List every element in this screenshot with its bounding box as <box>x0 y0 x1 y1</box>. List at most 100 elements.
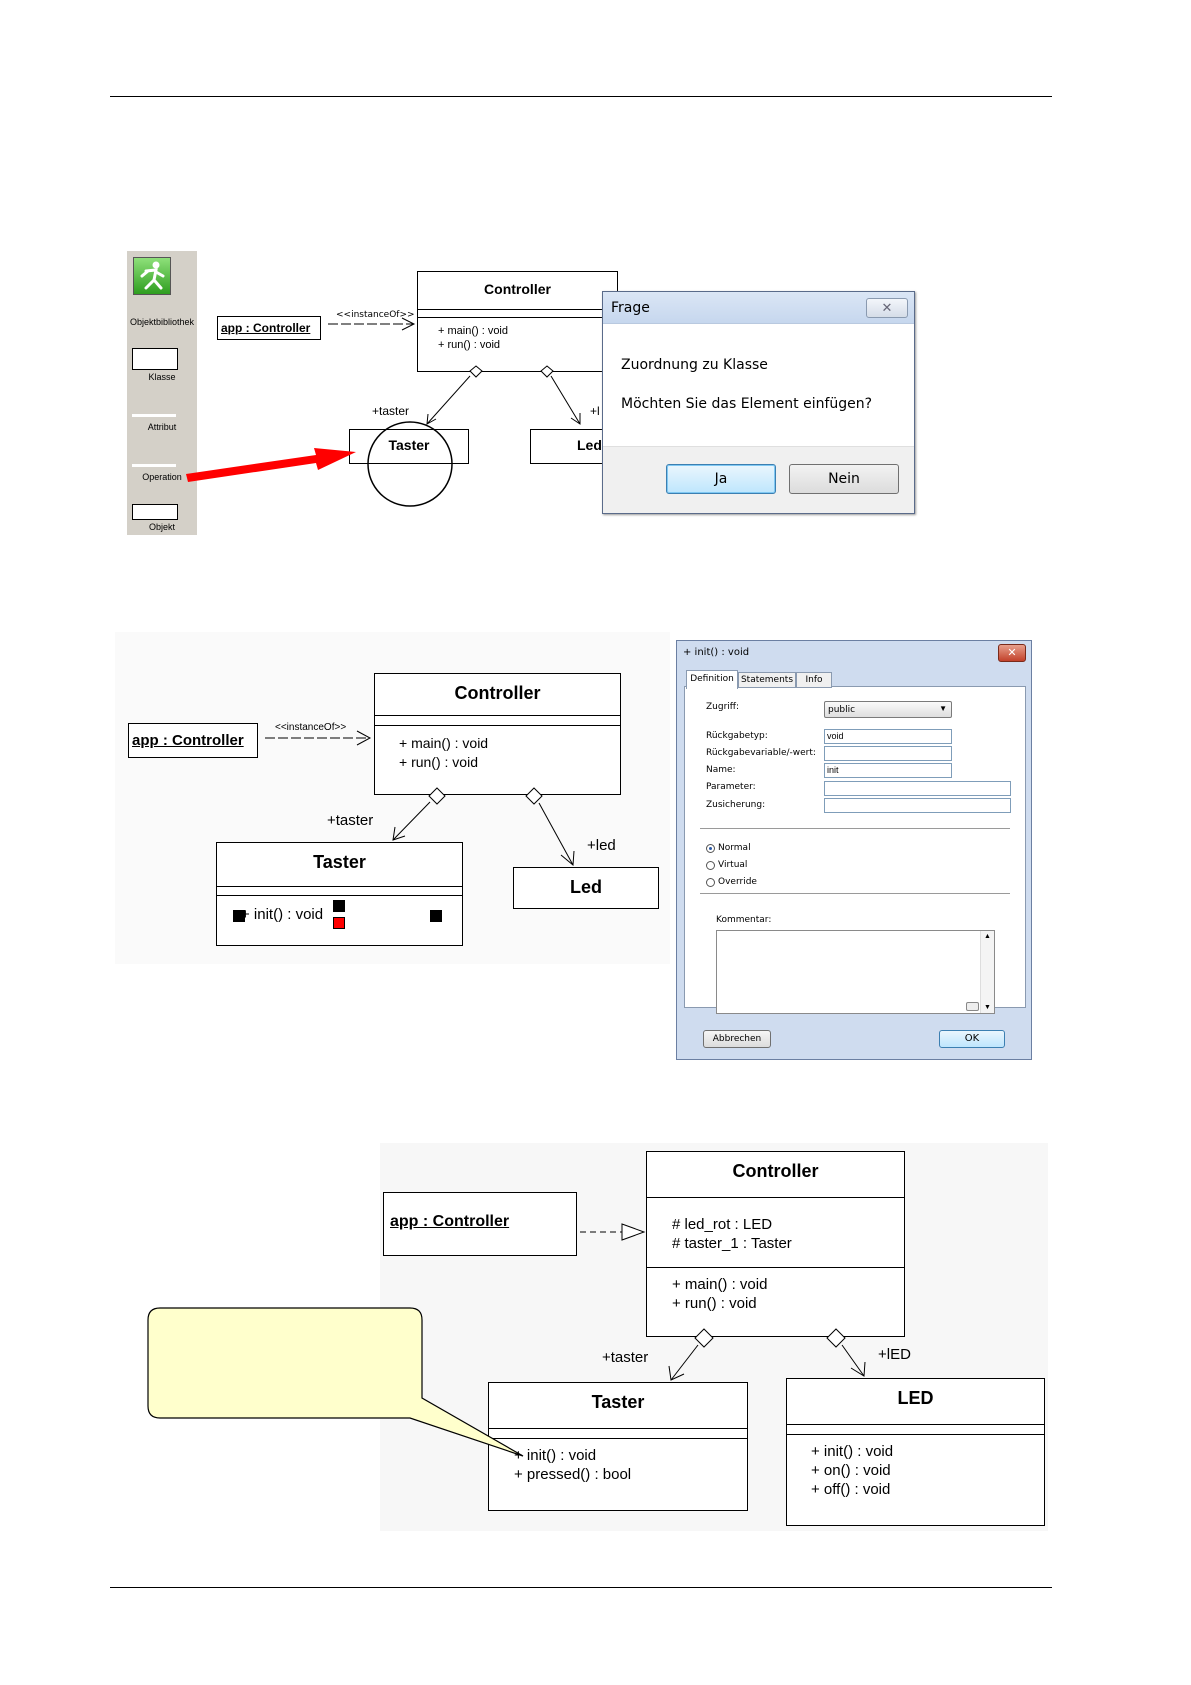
callout-bubble <box>147 1307 524 1457</box>
palette-label-operation: Operation <box>142 472 182 482</box>
name-label: Name: <box>706 765 736 775</box>
object-app-controller[interactable]: app : Controller <box>128 723 258 758</box>
role-taster: +taster <box>372 404 410 418</box>
palette-attribute-tool[interactable] <box>132 414 176 417</box>
operations-section: + init() : void + pressed() : bool <box>489 1438 747 1484</box>
dialog-titlebar: Frage ✕ <box>603 292 914 324</box>
object-label: app : Controller <box>132 732 244 749</box>
selection-handle-top[interactable] <box>333 900 345 912</box>
return-type-field[interactable]: void <box>824 729 952 744</box>
return-variable-field[interactable] <box>824 746 952 761</box>
operations-section: + main() : void + run() : void <box>418 317 617 352</box>
operation-item: + main() : void <box>399 735 489 751</box>
operation-item: + main() : void <box>672 1276 768 1293</box>
selection-handle-right[interactable] <box>430 910 442 922</box>
ok-button[interactable]: OK <box>939 1030 1005 1048</box>
class-name: Taster <box>313 852 366 872</box>
operation-item: + pressed() : bool <box>514 1466 632 1483</box>
comment-textarea[interactable]: ▲ ▼ <box>716 930 995 1014</box>
close-icon: ✕ <box>1007 647 1017 659</box>
class-name: Controller <box>484 281 551 297</box>
tool-palette: Objektbibliothek Klasse Attribut Operati… <box>127 251 197 535</box>
class-controller[interactable]: Controller + main() : void + run() : voi… <box>417 271 618 372</box>
class-name: Taster <box>591 1392 645 1412</box>
attributes-section: # led_rot : LED # taster_1 : Taster <box>647 1197 904 1267</box>
name-field[interactable]: init <box>824 763 952 778</box>
access-select[interactable]: public ▼ <box>824 701 952 718</box>
return-type-label: Rückgabetyp: <box>706 731 768 741</box>
palette-class-tool[interactable] <box>132 348 178 370</box>
class-taster[interactable]: Taster + init() : void + pressed() : boo… <box>488 1382 748 1511</box>
object-library-button[interactable] <box>133 257 171 295</box>
role-led: +lED <box>878 1346 911 1363</box>
operation-dialog: + init() : void ✕ Definition Statements … <box>676 640 1032 1060</box>
object-label: app : Controller <box>221 321 311 335</box>
object-label: app : Controller <box>390 1213 510 1230</box>
radio-override[interactable] <box>706 878 715 887</box>
class-controller[interactable]: Controller # led_rot : LED # taster_1 : … <box>646 1151 905 1337</box>
class-led[interactable]: LED + init() : void + on() : void + off(… <box>786 1378 1045 1526</box>
tab-definition[interactable]: Definition <box>686 670 738 689</box>
op-dialog-close-button[interactable]: ✕ <box>998 644 1026 662</box>
object-app-controller[interactable]: app : Controller <box>383 1192 577 1256</box>
palette-label-objektbibliothek: Objektbibliothek <box>129 317 195 327</box>
operations-section: + init() : void + on() : void + off() : … <box>787 1434 1044 1499</box>
class-led[interactable]: Led <box>530 429 610 464</box>
radio-normal[interactable] <box>706 844 715 853</box>
instanceof-label: <<instanceOf>> <box>275 722 347 733</box>
assertion-field[interactable] <box>824 798 1011 813</box>
close-button[interactable]: ✕ <box>866 298 908 318</box>
radio-override-label: Override <box>718 877 757 887</box>
palette-label-attribut: Attribut <box>147 422 177 432</box>
class-led[interactable]: Led <box>513 867 659 909</box>
operation-item: + off() : void <box>811 1481 891 1498</box>
scroll-down-icon: ▼ <box>984 1004 991 1011</box>
no-button[interactable]: Nein <box>789 464 899 494</box>
chevron-down-icon: ▼ <box>939 704 947 713</box>
tab-statements[interactable]: Statements <box>738 672 796 688</box>
operations-section: + init() : void <box>217 895 462 947</box>
role-led: +l <box>590 404 600 418</box>
separator <box>700 828 1010 829</box>
dialog-message-line-2: Möchten Sie das Element einfügen? <box>621 396 873 412</box>
separator <box>700 893 1010 894</box>
resize-grip-icon[interactable] <box>966 1002 979 1011</box>
operations-section: + main() : void + run() : void <box>375 725 620 772</box>
object-app-controller[interactable]: app : Controller <box>217 316 321 340</box>
palette-operation-tool[interactable] <box>132 464 176 467</box>
radio-virtual-label: Virtual <box>718 860 748 870</box>
selection-handle-active[interactable] <box>333 917 345 929</box>
selection-handle-left[interactable] <box>233 910 245 922</box>
assertion-label: Zusicherung: <box>706 800 766 810</box>
palette-object-tool[interactable] <box>132 504 178 520</box>
dialog-message-line-1: Zuordnung zu Klasse <box>621 357 768 373</box>
operation-item: + run() : void <box>438 339 501 351</box>
operation-item: + main() : void <box>438 325 508 337</box>
parameter-field[interactable] <box>824 781 1011 796</box>
role-taster: +taster <box>602 1349 649 1366</box>
scrollbar[interactable]: ▲ ▼ <box>980 931 994 1013</box>
class-name: Controller <box>454 683 541 703</box>
operation-item: + init() : void <box>514 1447 597 1464</box>
class-name: LED <box>897 1388 934 1408</box>
class-controller[interactable]: Controller + main() : void + run() : voi… <box>374 673 621 795</box>
radio-virtual[interactable] <box>706 861 715 870</box>
operation-item: + init() : void <box>241 906 324 923</box>
close-icon: ✕ <box>881 300 893 315</box>
class-taster[interactable]: Taster + init() : void <box>216 842 463 946</box>
yes-button[interactable]: Ja <box>666 464 776 494</box>
panel1-connectors <box>186 317 581 507</box>
operations-section: + main() : void + run() : void <box>647 1267 904 1313</box>
radio-normal-label: Normal <box>718 843 751 853</box>
cancel-button[interactable]: Abbrechen <box>703 1030 771 1048</box>
operation-item: + init() : void <box>811 1443 894 1460</box>
operation-item: + run() : void <box>672 1295 757 1312</box>
dialog-title: Frage <box>611 300 650 316</box>
role-led: +led <box>587 837 616 854</box>
palette-label-objekt: Objekt <box>148 522 175 532</box>
op-dialog-titlebar: + init() : void ✕ <box>677 641 1031 665</box>
op-dialog-title: + init() : void <box>683 647 750 658</box>
access-value: public <box>828 705 856 715</box>
footer-rule <box>110 1587 1052 1588</box>
tab-info[interactable]: Info <box>796 672 832 688</box>
